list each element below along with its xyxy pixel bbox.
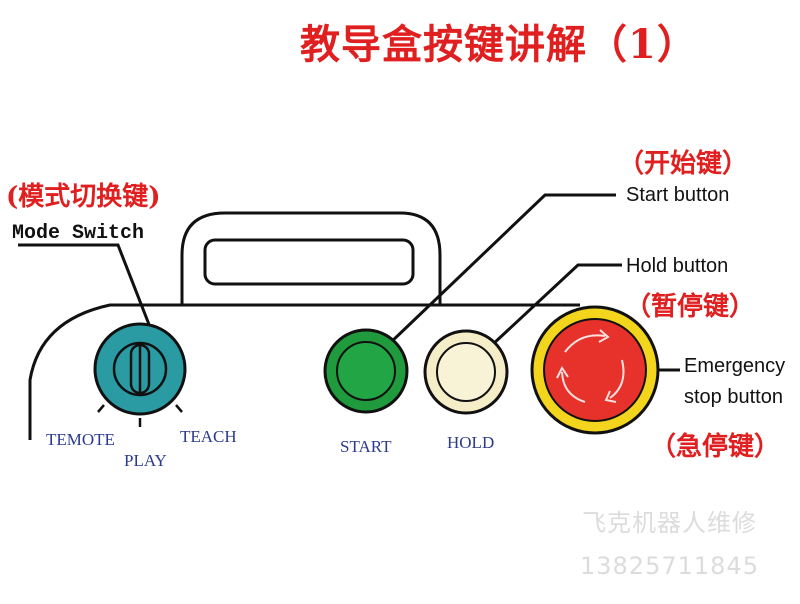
mode-switch-en-label: Mode Switch bbox=[12, 222, 145, 245]
hold-button[interactable] bbox=[423, 329, 509, 415]
mode-switch-dial[interactable] bbox=[93, 322, 187, 416]
watermark-name: 飞克机器人维修 bbox=[582, 509, 757, 537]
dial-label-temote: TEMOTE bbox=[46, 430, 115, 449]
leader-line-start bbox=[386, 193, 616, 347]
dial-tick-teach bbox=[175, 404, 183, 413]
emergency-en-label-line2: stop button bbox=[684, 386, 783, 408]
dial-label-teach: TEACH bbox=[180, 427, 237, 446]
start-button-label: START bbox=[340, 437, 392, 456]
rotate-arrows-icon bbox=[556, 329, 625, 403]
hold-cn-label: （暂停键） bbox=[625, 292, 756, 322]
emergency-cn-label: （急停键） bbox=[650, 432, 781, 462]
emergency-stop-button[interactable] bbox=[530, 305, 660, 435]
start-cn-label: （开始键） bbox=[618, 149, 749, 179]
start-button[interactable] bbox=[323, 328, 409, 414]
hold-en-label: Hold button bbox=[626, 255, 729, 277]
start-en-label: Start button bbox=[626, 184, 730, 206]
dial-label-play: PLAY bbox=[124, 451, 167, 470]
emergency-en-label-line1: Emergency bbox=[684, 355, 786, 377]
hold-button-label: HOLD bbox=[447, 433, 495, 452]
watermark-phone: 13825711845 bbox=[580, 552, 759, 580]
leader-line-hold bbox=[490, 263, 622, 347]
page-title: 教导盒按键讲解（1） bbox=[300, 21, 698, 68]
pendant-body-outline bbox=[28, 303, 580, 440]
pendant-handle bbox=[180, 211, 442, 305]
leader-line-mode-switch bbox=[18, 243, 152, 328]
handle-grip-slot bbox=[203, 238, 415, 286]
mode-switch-cn-label: (模式切换键) bbox=[6, 182, 161, 212]
dial-tick-temote bbox=[97, 404, 105, 413]
